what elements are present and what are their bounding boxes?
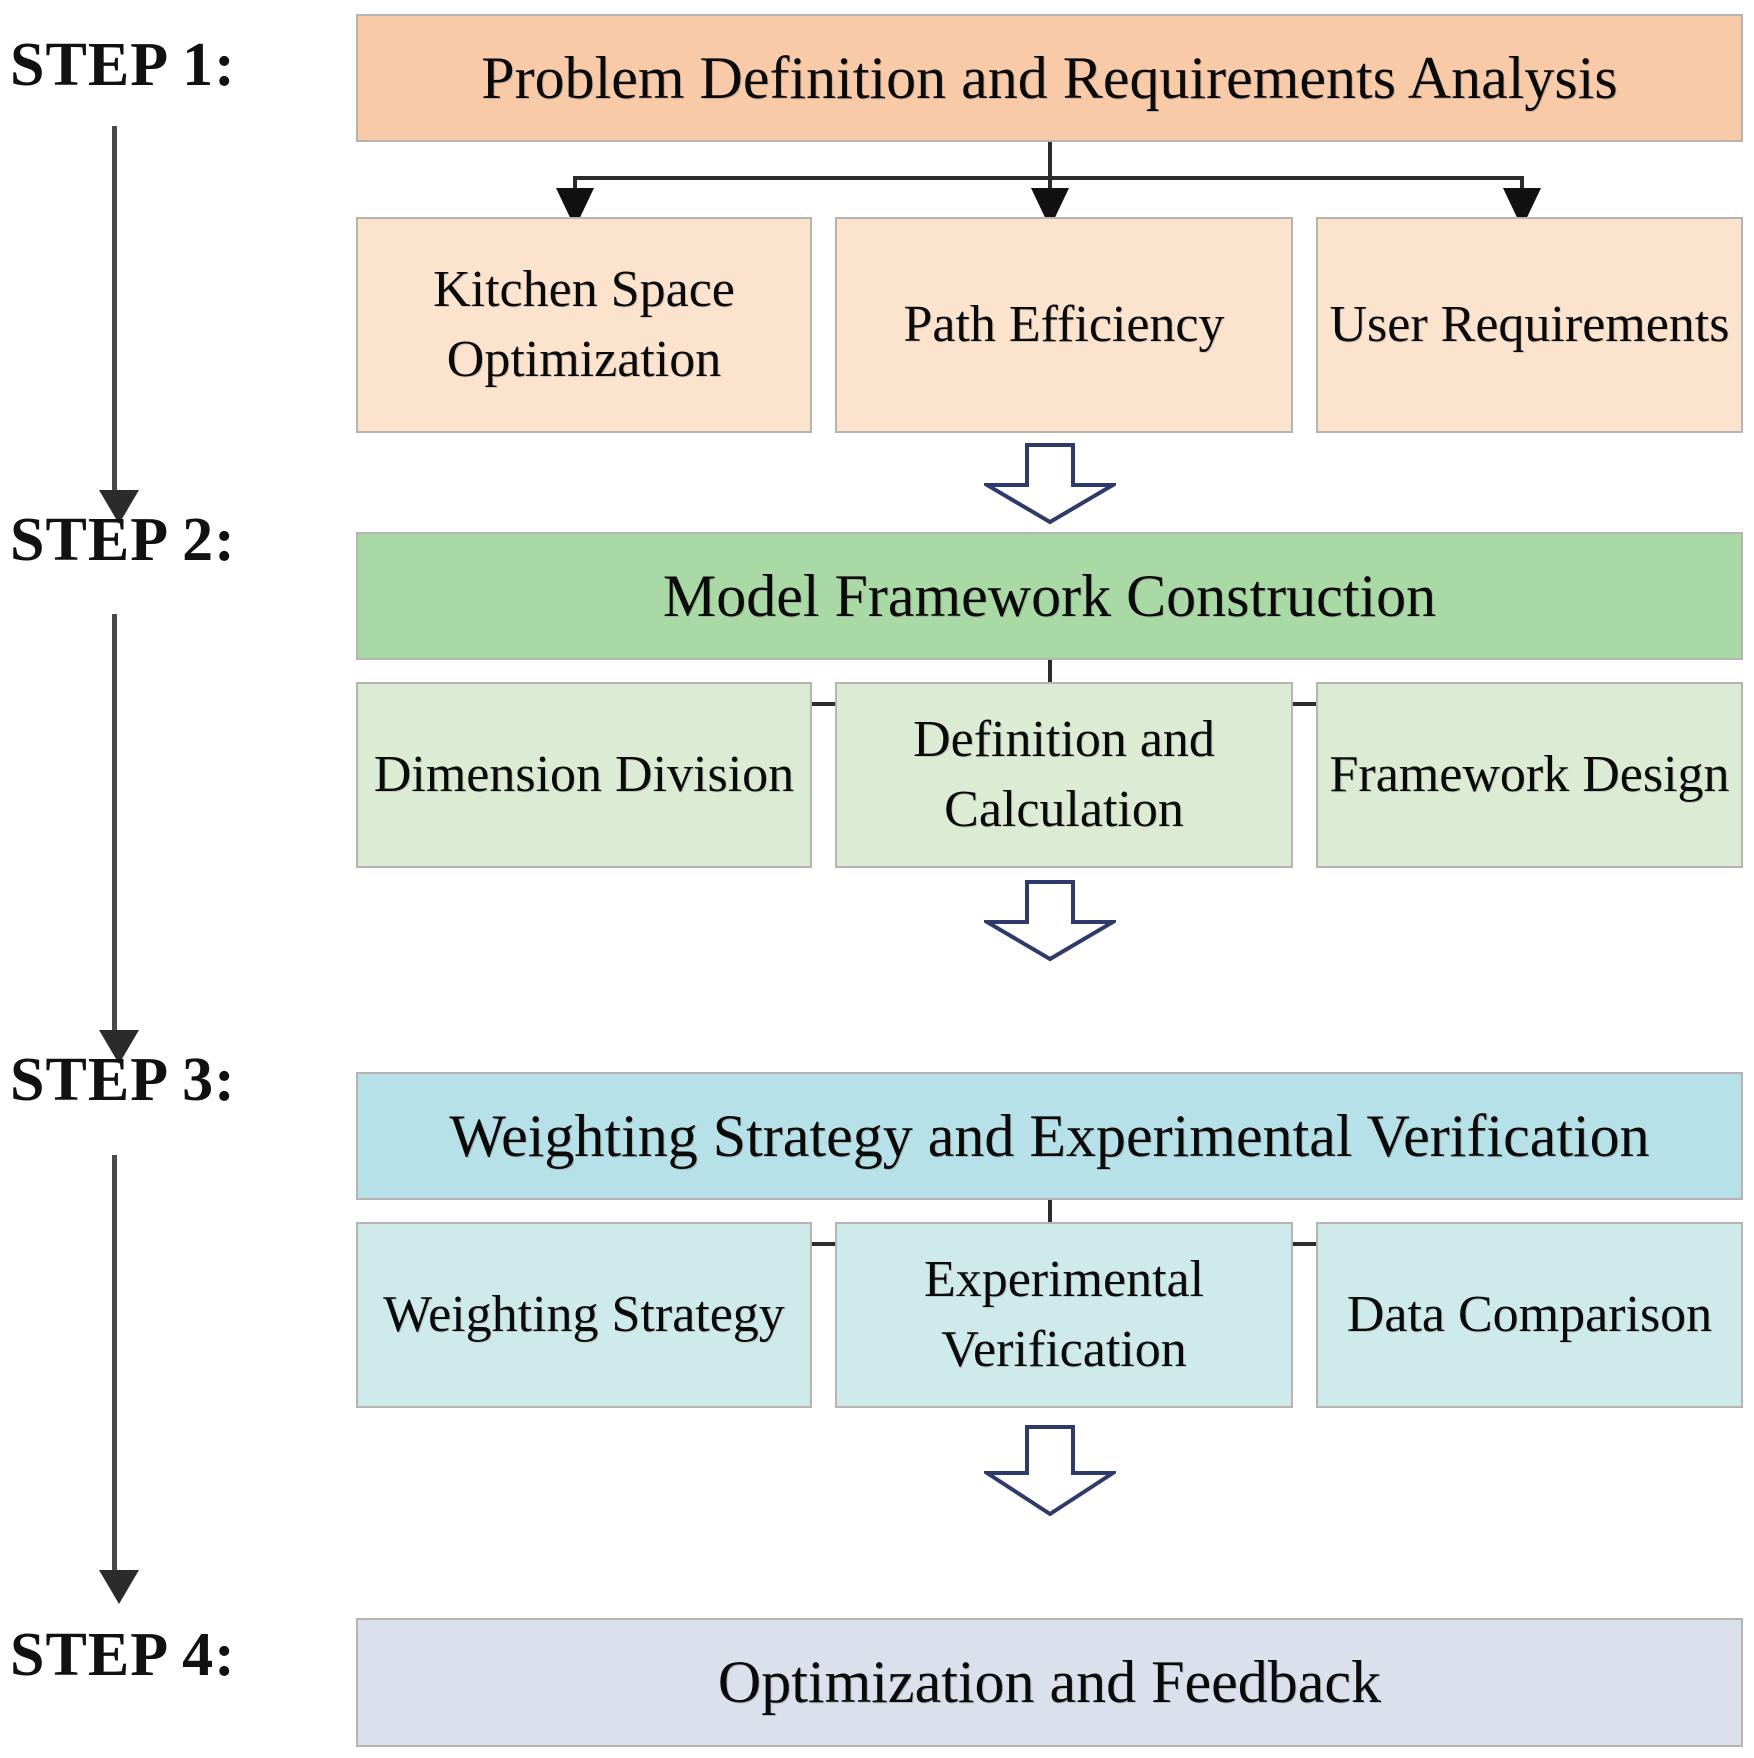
step2-header-label: Model Framework Construction: [662, 562, 1437, 629]
step1-sub-box-2[interactable]: Path Efficiency: [835, 217, 1293, 433]
step1-sub-label-2: Path Efficiency: [903, 295, 1225, 353]
step3-sub-label-3: Data Comparison: [1346, 1285, 1713, 1343]
step1-connector-drop-left: [573, 176, 577, 194]
step1-sub-label-1: Kitchen Space Optimization: [433, 260, 735, 388]
step2-sub-box-3[interactable]: Framework Design: [1316, 682, 1743, 868]
step1-connector-stem: [1048, 142, 1052, 179]
step3-sub-label-2: Experimental Verification: [923, 1250, 1205, 1378]
block-arrow-step3-to-step4: [984, 1425, 1116, 1517]
step-label-3: STEP 3:: [10, 1046, 236, 1114]
block-arrow-step1-to-step2: [984, 443, 1116, 525]
step3-sub-box-2[interactable]: Experimental Verification: [835, 1222, 1293, 1408]
step2-sub-box-2[interactable]: Definition and Calculation: [835, 682, 1293, 868]
step3-sub-box-3[interactable]: Data Comparison: [1316, 1222, 1743, 1408]
block-arrow-step2-to-step3: [984, 880, 1116, 962]
step2-sub-label-3: Framework Design: [1329, 745, 1730, 803]
step1-header-label: Problem Definition and Requirements Anal…: [481, 44, 1618, 111]
step-spine-segment-1: [112, 126, 117, 506]
step1-connector-drop-right: [1520, 176, 1524, 194]
step-label-2: STEP 2:: [10, 506, 236, 574]
step-label-4: STEP 4:: [10, 1621, 236, 1689]
step1-connector-drop-mid: [1048, 176, 1052, 194]
step1-sub-box-3[interactable]: User Requirements: [1316, 217, 1743, 433]
step-spine-segment-3: [112, 1155, 117, 1585]
step3-header-label: Weighting Strategy and Experimental Veri…: [449, 1102, 1650, 1169]
step3-sub-box-1[interactable]: Weighting Strategy: [356, 1222, 812, 1408]
step2-header-box[interactable]: Model Framework Construction: [356, 532, 1743, 660]
step-spine-arrowhead-1: [99, 490, 139, 524]
step-spine-arrowhead-2: [99, 1030, 139, 1064]
step-spine-segment-2: [112, 614, 117, 1046]
step4-header-box[interactable]: Optimization and Feedback: [356, 1618, 1743, 1747]
step-label-1: STEP 1:: [10, 31, 236, 99]
step3-header-box[interactable]: Weighting Strategy and Experimental Veri…: [356, 1072, 1743, 1200]
step2-sub-label-1: Dimension Division: [373, 745, 795, 803]
step4-header-label: Optimization and Feedback: [717, 1649, 1382, 1715]
step2-sub-box-1[interactable]: Dimension Division: [356, 682, 812, 868]
step1-header-box[interactable]: Problem Definition and Requirements Anal…: [356, 14, 1743, 142]
step-spine-arrowhead-3: [99, 1570, 139, 1604]
step1-sub-box-1[interactable]: Kitchen Space Optimization: [356, 217, 812, 433]
step2-sub-label-2: Definition and Calculation: [913, 710, 1215, 838]
step3-sub-label-1: Weighting Strategy: [383, 1285, 785, 1343]
step1-sub-label-3: User Requirements: [1329, 295, 1730, 353]
